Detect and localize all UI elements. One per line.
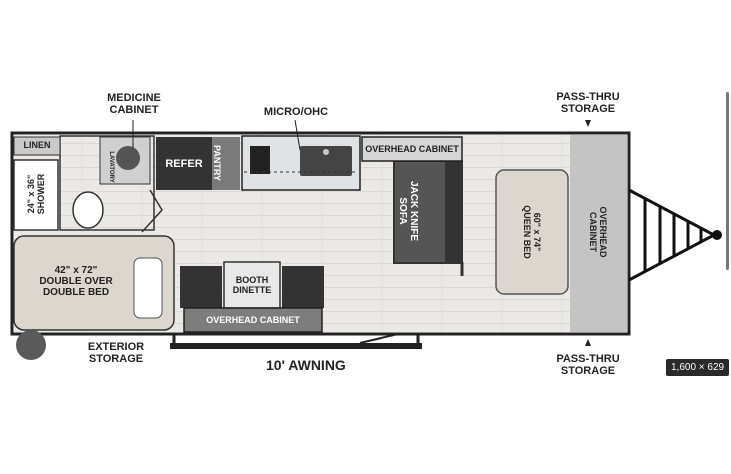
queen-bed <box>495 169 569 295</box>
lavatory-sink <box>116 146 140 170</box>
lens-icon[interactable] <box>16 330 46 360</box>
awning-label: 10' AWNING <box>266 357 346 373</box>
queen-bed-label: 60" x 74" QUEEN BED <box>522 205 542 259</box>
shower-box <box>13 159 59 231</box>
outer-wall <box>10 131 631 336</box>
pass-thru-storage-bottom-label: PASS-THRU STORAGE <box>556 353 620 377</box>
overhead-cabinet-top-label: OVERHEAD CABINET <box>365 144 459 154</box>
arrow-down <box>585 120 591 127</box>
bathroom-wall <box>59 135 155 231</box>
arrow-up <box>585 339 591 346</box>
linen-label: LINEN <box>23 140 51 150</box>
toilet <box>72 191 104 229</box>
image-size-badge: 1,600 × 629 <box>666 359 730 376</box>
hitch <box>628 188 718 282</box>
sink <box>300 146 352 176</box>
lavatory-label: LAVATORY <box>108 151 114 183</box>
awning-bar <box>170 343 422 349</box>
stove <box>250 146 270 174</box>
hitch-coupler <box>712 230 722 240</box>
linen-box <box>13 136 61 156</box>
medicine-cabinet-label: MEDICINE CABINET <box>107 92 161 116</box>
jack-knife-sofa-label: JACK KNIFE SOFA <box>397 181 419 242</box>
pass-thru-storage-top-label: PASS-THRU STORAGE <box>556 91 620 115</box>
overhead-cabinet-bottom-box <box>183 307 323 333</box>
micro-ohc-label: MICRO/OHC <box>263 106 329 118</box>
overhead-cabinet-top-box <box>361 136 463 162</box>
dinette-seat-right <box>282 266 324 308</box>
sofa-seat <box>395 162 445 262</box>
exterior-storage-label: EXTERIOR STORAGE <box>87 341 145 365</box>
booth-dinette-label: BOOTH DINETTE <box>232 275 272 295</box>
dinette-table <box>223 261 281 309</box>
refer-box <box>156 137 212 190</box>
shower-label: 24" x 36" SHOWER <box>26 173 46 215</box>
double-bed-pillow <box>133 257 163 319</box>
pantry-box <box>212 137 240 190</box>
overhead-cabinet-bottom-label: OVERHEAD CABINET <box>206 315 300 325</box>
front-cabinet-panel <box>570 135 627 332</box>
entry-door <box>359 333 399 344</box>
refer-label: REFER <box>165 158 203 170</box>
scrollbar[interactable] <box>726 92 729 270</box>
double-bed-label: 42" x 72" DOUBLE OVER DOUBLE BED <box>39 265 113 298</box>
overhead-cabinet-front-label: OVERHEAD CABINET <box>588 206 608 258</box>
bath-door <box>141 189 163 233</box>
dinette-seat-left <box>180 266 222 308</box>
pantry-label: PANTRY <box>212 145 222 181</box>
